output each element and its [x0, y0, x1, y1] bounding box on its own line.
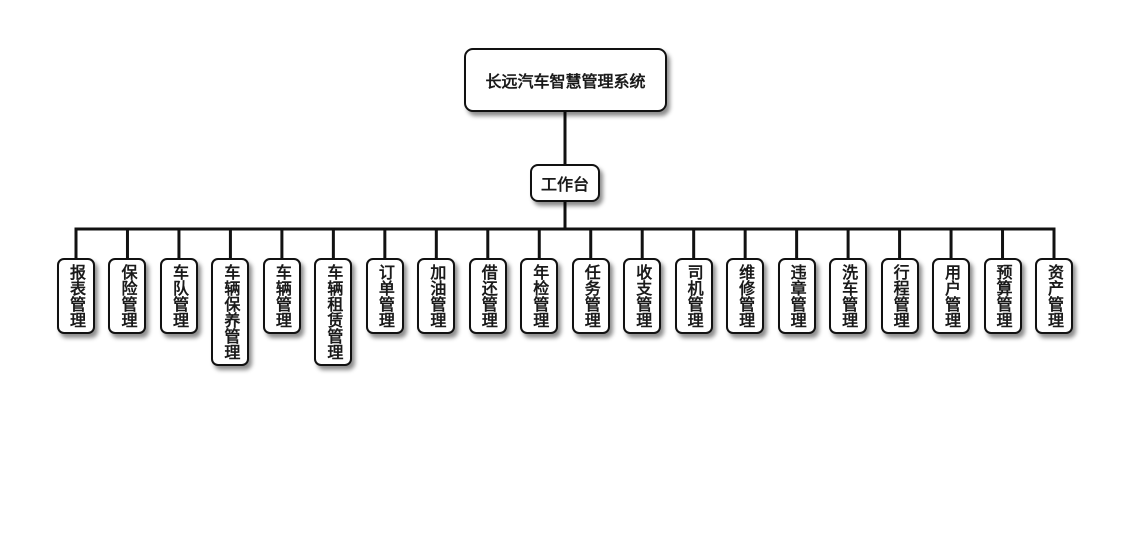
module-node-label: 行程管理 — [890, 264, 910, 328]
module-node-label: 报表管理 — [67, 264, 86, 328]
module-node-trips: 行程管理 — [880, 258, 919, 334]
module-node-insurance: 保险管理 — [108, 258, 147, 334]
module-node-label: 资产管理 — [1045, 264, 1064, 328]
module-node-reports: 报表管理 — [57, 258, 95, 334]
module-node-label: 保险管理 — [118, 264, 138, 328]
module-drop-connectors — [74, 227, 1056, 259]
module-node-annual-inspection: 年检管理 — [520, 258, 559, 334]
module-node-refuel: 加油管理 — [417, 258, 456, 334]
module-node-vehicles: 车辆管理 — [262, 258, 301, 334]
module-node-assets: 资产管理 — [1035, 258, 1073, 334]
module-node-users: 用户管理 — [932, 258, 971, 334]
module-node-label: 年检管理 — [530, 264, 550, 328]
root-node-system-title: 长远汽车智慧管理系统 — [464, 48, 667, 112]
root-node-label: 长远汽车智慧管理系统 — [485, 72, 646, 91]
module-node-borrow-return: 借还管理 — [468, 258, 507, 334]
module-node-label: 车辆租赁管理 — [324, 264, 344, 360]
module-node-repairs: 维修管理 — [726, 258, 765, 334]
module-node-label: 预算管理 — [993, 264, 1013, 328]
module-node-label: 车辆保养管理 — [221, 264, 241, 360]
module-node-drivers: 司机管理 — [674, 258, 713, 334]
module-node-label: 用户管理 — [942, 264, 962, 328]
module-node-orders: 订单管理 — [365, 258, 404, 334]
module-node-tasks: 任务管理 — [571, 258, 610, 334]
module-node-label: 司机管理 — [684, 264, 704, 328]
module-node-fleet: 车队管理 — [159, 258, 198, 334]
module-node-label: 订单管理 — [375, 264, 395, 328]
module-node-violations: 违章管理 — [777, 258, 816, 334]
module-node-label: 借还管理 — [478, 264, 498, 328]
module-node-label: 维修管理 — [736, 264, 756, 328]
module-node-car-wash: 洗车管理 — [829, 258, 868, 334]
module-node-label: 违章管理 — [787, 264, 807, 328]
module-node-label: 加油管理 — [427, 264, 447, 328]
module-node-budget: 预算管理 — [983, 258, 1022, 334]
module-node-label: 任务管理 — [581, 264, 601, 328]
module-node-label: 洗车管理 — [839, 264, 859, 328]
module-node-finance: 收支管理 — [623, 258, 662, 334]
module-node-maintenance-care: 车辆保养管理 — [211, 258, 250, 366]
module-node-label: 车辆管理 — [272, 264, 292, 328]
module-node-rental: 车辆租赁管理 — [314, 258, 353, 366]
module-node-label: 收支管理 — [633, 264, 653, 328]
hub-node-label: 工作台 — [540, 175, 589, 194]
module-node-label: 车队管理 — [169, 264, 189, 328]
hub-node-workbench: 工作台 — [530, 164, 600, 202]
